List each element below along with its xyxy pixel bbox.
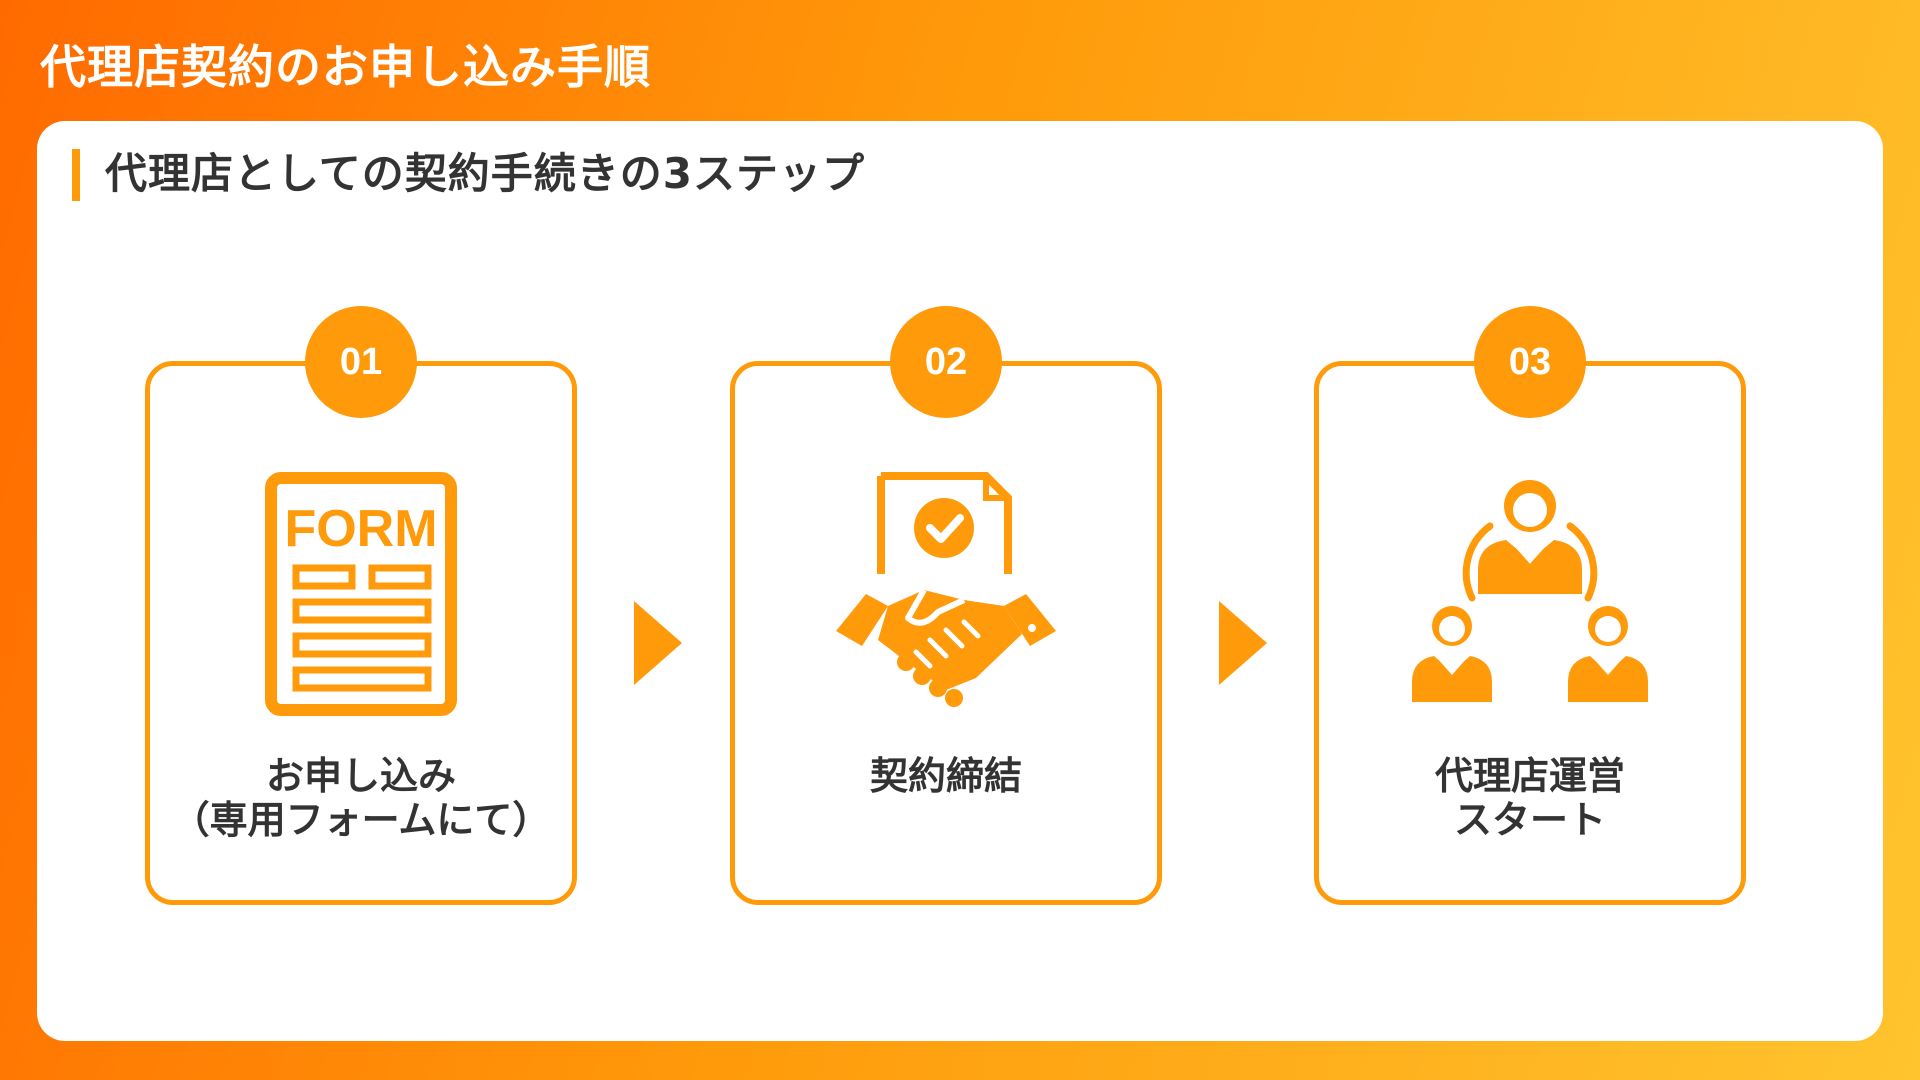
step-card-3: 03 代理店運営 スタート	[1314, 306, 1746, 905]
step-number-badge: 01	[305, 306, 417, 418]
form-document-icon: FORM	[265, 472, 457, 716]
step-card-2: 02 契約締結	[730, 306, 1162, 905]
step-number-badge: 02	[890, 306, 1002, 418]
section-subtitle: 代理店としての契約手続きの3ステップ	[105, 149, 865, 198]
step-card-1: 01 FORM お申し込み （専用フォームにて）	[145, 306, 577, 905]
step-label: 契約締結	[869, 754, 1022, 798]
step-number-badge: 03	[1474, 306, 1586, 418]
next-arrow-icon	[634, 601, 682, 685]
step-label: 代理店運営 スタート	[1434, 754, 1625, 842]
content-panel: 代理店としての契約手続きの3ステップ 01 FORM お申し込み （専用フォーム…	[37, 121, 1883, 1041]
slide-title: 代理店契約のお申し込み手順	[40, 40, 651, 94]
contract-handshake-icon	[836, 472, 1056, 707]
next-arrow-icon	[1219, 601, 1267, 685]
team-network-icon	[1412, 480, 1648, 702]
step-label: お申し込み （専用フォームにて）	[171, 754, 551, 842]
subtitle-accent-bar	[72, 149, 80, 201]
form-icon-text: FORM	[284, 500, 437, 558]
